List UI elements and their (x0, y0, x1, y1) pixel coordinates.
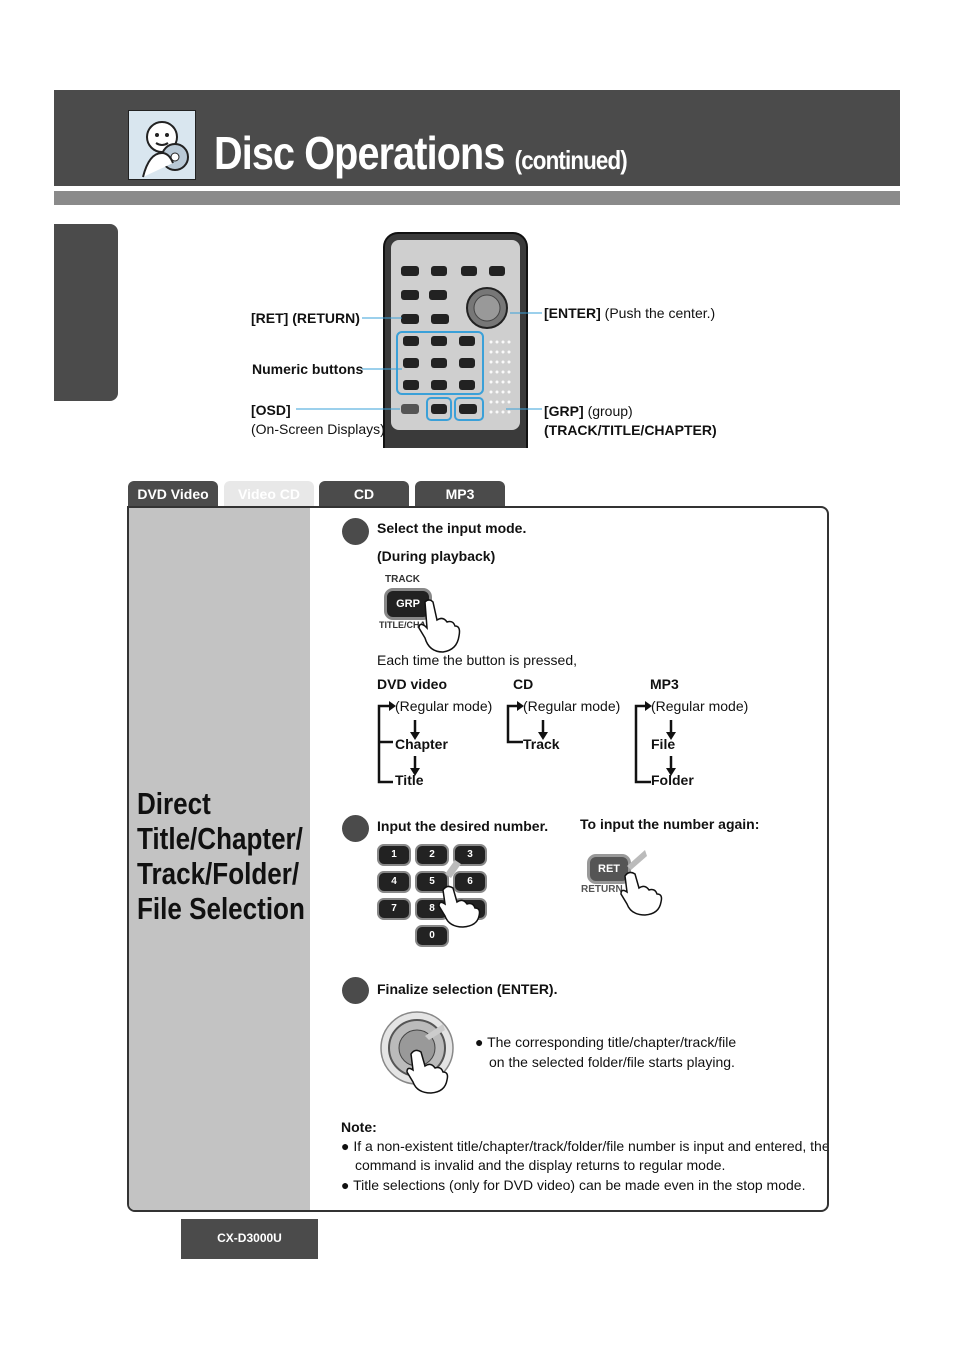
step-1-sub: (During playback) (377, 548, 496, 564)
mascot-logo-icon (128, 110, 196, 180)
grp-key: GRP (384, 588, 432, 620)
key-3: 3 (453, 844, 487, 866)
enter-dial-icon (380, 1011, 454, 1094)
step-3-marker (342, 977, 369, 1004)
pointing-hand-icon (418, 599, 461, 653)
tab-mp3[interactable]: MP3 (415, 481, 505, 507)
numeric-label: Numeric buttons (252, 361, 364, 377)
step-3-bullet-cont: on the selected folder/file starts playi… (489, 1054, 735, 1070)
mode-mp3-file: File (651, 736, 676, 752)
note-label: Note: (341, 1119, 377, 1135)
tab-video-cd[interactable]: Video CD (224, 481, 314, 507)
key-2: 2 (415, 844, 449, 866)
tab-dvd-video[interactable]: DVD Video (128, 481, 218, 507)
mode-dvd-title: DVD video (377, 676, 448, 692)
grp-button-illustration: TRACK GRP TITLE/CHAP (379, 574, 469, 654)
note-item-1: ● If a non-existent title/chapter/track/… (341, 1138, 829, 1154)
header-rule (54, 191, 900, 205)
note-item-2: ● Title selections (only for DVD video) … (341, 1177, 806, 1193)
tab-cd[interactable]: CD (319, 481, 409, 507)
mode-cycle-arrows (377, 701, 676, 784)
mode-mp3-title: MP3 (650, 676, 679, 692)
page-subtitle: (continued) (514, 145, 628, 175)
note-item-1-cont: command is invalid and the display retur… (355, 1157, 726, 1173)
page-title: Disc Operations (continued) (214, 127, 628, 179)
pointing-hand-icon (620, 850, 663, 916)
side-tab (54, 224, 118, 401)
mode-dvd-title-item: Title (395, 772, 424, 788)
key-7: 7 (377, 898, 411, 920)
each-time-text: Each time the button is pressed, (377, 652, 577, 668)
step-2-heading: Input the desired number. (377, 818, 549, 834)
pointing-hand-icon (438, 860, 481, 928)
key-4: 4 (377, 871, 411, 893)
mode-mp3-regular: (Regular mode) (651, 698, 749, 714)
mode-cycles: DVD video CD MP3 (Regular mode) (377, 676, 797, 796)
mode-cd-track: Track (523, 736, 560, 752)
step-3-heading: Finalize selection (ENTER). (377, 981, 558, 997)
key-5: 5 (415, 871, 449, 893)
osd-desc: (On-Screen Displays) (251, 421, 385, 437)
again-heading: To input the number again: (580, 816, 760, 832)
osd-label: [OSD] (251, 402, 291, 418)
mode-dvd-chapter: Chapter (395, 736, 448, 752)
content-panel: Direct Title/Chapter/ Track/Folder/ File… (127, 506, 829, 1212)
mode-mp3-folder: Folder (651, 772, 694, 788)
numeric-keypad: 1 2 3 4 5 6 7 8 9 0 (377, 844, 497, 952)
key-0: 0 (415, 925, 449, 947)
grp-label: [GRP] (group) (544, 403, 633, 419)
key-1: 1 (377, 844, 411, 866)
key-6: 6 (453, 871, 487, 893)
section-title: Direct Title/Chapter/ Track/Folder/ File… (137, 786, 305, 926)
panel-sidebar (129, 508, 310, 1210)
mode-cd-regular: (Regular mode) (523, 698, 621, 714)
step-1-marker (342, 518, 369, 545)
mode-dvd-regular: (Regular mode) (395, 698, 493, 714)
step-2-marker (342, 815, 369, 842)
callout-lines (296, 312, 542, 410)
enter-label: [ENTER] (Push the center.) (544, 305, 716, 321)
mode-cd-title: CD (513, 676, 534, 692)
grp-sub-label: (TRACK/TITLE/CHAPTER) (544, 422, 717, 438)
return-button-illustration: RET RETURN (581, 846, 671, 916)
model-footer: CX-D3000U (181, 1219, 318, 1259)
ret-label: [RET] (RETURN) (251, 310, 360, 326)
ret-key: RET (587, 854, 631, 884)
remote-illustration (383, 232, 528, 474)
step-1-heading: Select the input mode. (377, 520, 527, 536)
step-3-bullet: ● The corresponding title/chapter/track/… (475, 1034, 737, 1050)
